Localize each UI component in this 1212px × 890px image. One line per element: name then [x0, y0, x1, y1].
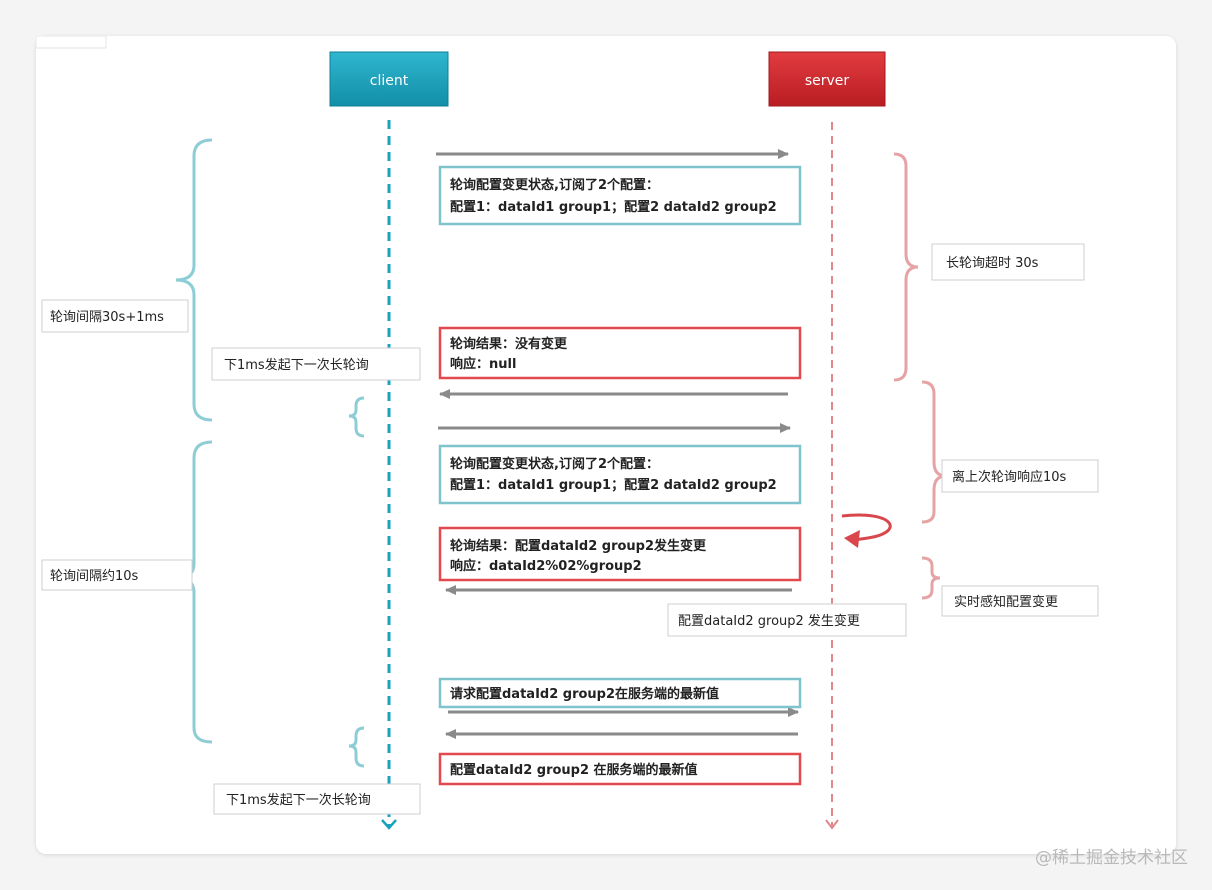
note-next-poll-1: 下1ms发起下一次长轮询 [211, 347, 421, 381]
msg-request-latest-label: 请求配置dataId2 group2在服务端的最新值 [450, 686, 719, 702]
note-interval-1-label: 轮询间隔30s+1ms [50, 310, 164, 325]
msg-poll-2-line1: 轮询配置变更状态,订阅了2个配置： [450, 456, 659, 472]
server-lifeline-end-icon [825, 819, 839, 830]
msg-request-latest: 请求配置dataId2 group2在服务端的最新值 [438, 677, 802, 709]
participant-server: server [768, 51, 886, 107]
msg-resp-1-line1: 轮询结果：没有变更 [450, 336, 568, 352]
note-config-changed: 配置dataId2 group2 发生变更 [667, 603, 907, 637]
msg-poll-2-line2: 配置1：dataId1 group1；配置2 dataId2 group2 [450, 478, 777, 493]
diagram-card: client server 轮询配置变更状态,订阅了2个配置： 配置1：data… [36, 36, 1176, 854]
msg-poll-2: 轮询配置变更状态,订阅了2个配置： 配置1：dataId1 group1；配置2… [438, 444, 802, 505]
note-interval-1: 轮询间隔30s+1ms [41, 299, 189, 333]
note-realtime-detect-label: 实时感知配置变更 [954, 594, 1058, 610]
participant-client-label: client [370, 73, 409, 89]
brace-since-last-response [921, 380, 947, 524]
msg-poll-1: 轮询配置变更状态,订阅了2个配置： 配置1：dataId1 group1；配置2… [438, 165, 802, 226]
msg-resp-1: 轮询结果：没有变更 响应：null [438, 326, 802, 380]
server-self-loop-icon [841, 513, 892, 542]
note-since-last-response: 离上次轮询响应10s [941, 459, 1099, 493]
brace-realtime-detect [921, 556, 941, 600]
server-self-loop-arrowhead-icon [844, 530, 860, 548]
brace-long-poll-timeout [893, 152, 919, 382]
msg-poll-1-line1: 轮询配置变更状态,订阅了2个配置： [450, 177, 659, 193]
participant-client: client [329, 51, 449, 107]
brace-interval-2 [175, 440, 213, 744]
note-interval-2: 轮询间隔约10s [41, 559, 193, 591]
watermark: @稀土掘金技术社区 [1035, 848, 1188, 868]
brace-interval-1 [175, 138, 213, 422]
msg-latest-value-label: 配置dataId2 group2 在服务端的最新值 [450, 762, 698, 778]
note-since-last-response-label: 离上次轮询响应10s [952, 469, 1067, 485]
msg-resp-2-line1: 轮询结果：配置dataId2 group2发生变更 [450, 538, 707, 554]
msg-resp-2-line2: 响应：dataId2%02%group2 [450, 558, 642, 574]
note-long-poll-timeout-label: 长轮询超时 30s [946, 256, 1039, 271]
note-interval-2-label: 轮询间隔约10s [50, 569, 139, 584]
brace-next-poll-1 [348, 396, 365, 438]
msg-poll-1-line2: 配置1：dataId1 group1；配置2 dataId2 group2 [450, 200, 777, 215]
msg-latest-value: 配置dataId2 group2 在服务端的最新值 [438, 752, 802, 786]
participant-server-label: server [805, 73, 850, 89]
note-long-poll-timeout: 长轮询超时 30s [931, 243, 1085, 281]
sequence-diagram: client server 轮询配置变更状态,订阅了2个配置： 配置1：data… [36, 36, 1099, 830]
note-config-changed-label: 配置dataId2 group2 发生变更 [678, 613, 860, 629]
client-lifeline-end-icon [381, 819, 397, 830]
note-next-poll-2: 下1ms发起下一次长轮询 [213, 783, 421, 815]
brace-next-poll-2 [348, 726, 365, 768]
note-next-poll-2-label: 下1ms发起下一次长轮询 [226, 792, 371, 808]
corner-tab [36, 36, 107, 49]
msg-resp-1-line2: 响应：null [450, 356, 516, 372]
msg-resp-2: 轮询结果：配置dataId2 group2发生变更 响应：dataId2%02%… [438, 526, 802, 582]
note-realtime-detect: 实时感知配置变更 [941, 585, 1099, 617]
note-next-poll-1-label: 下1ms发起下一次长轮询 [224, 357, 369, 373]
